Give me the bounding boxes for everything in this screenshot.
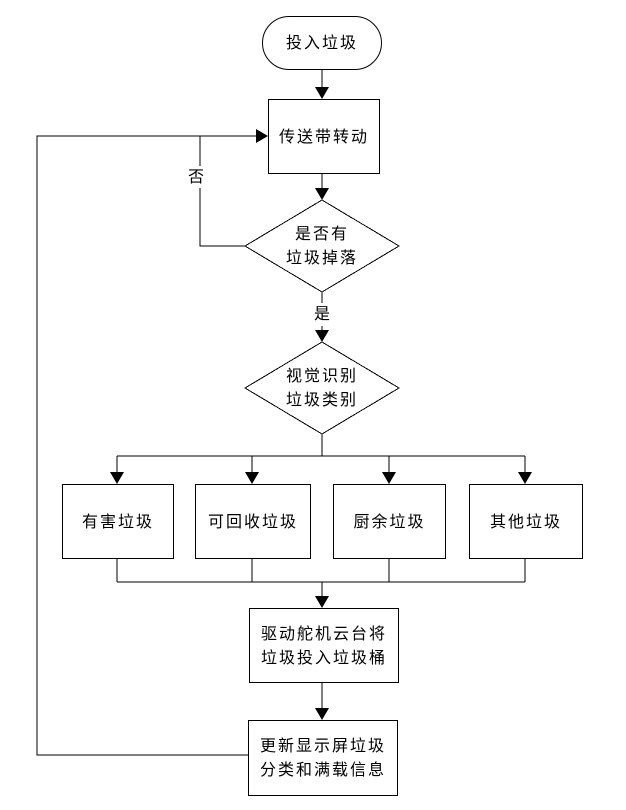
arrowhead-into-conveyor-top xyxy=(315,87,329,99)
arrowhead-into-servo xyxy=(315,596,329,608)
decision-classify-shape xyxy=(244,341,400,435)
node-conveyor: 传送带转动 xyxy=(268,99,380,174)
arrowhead-into-display xyxy=(315,708,329,720)
decision-classify-label: 视觉识别 垃圾类别 xyxy=(252,364,392,412)
arrowhead-into-other xyxy=(518,472,532,484)
node-servo-line2: 垃圾投入垃圾桶 xyxy=(260,647,387,667)
node-display-update: 更新显示屏垃圾 分类和满载信息 xyxy=(248,720,398,796)
arrowhead-into-conveyor-left xyxy=(256,129,268,143)
feedback-loop-line xyxy=(36,135,256,756)
decision-garbage-drop-label: 是否有 垃圾掉落 xyxy=(252,222,392,270)
node-display-update-line2: 分类和满载信息 xyxy=(259,760,386,779)
arrowhead-into-harmful xyxy=(110,472,124,484)
decision-classify-line2: 垃圾类别 xyxy=(285,390,358,409)
node-category-other: 其他垃圾 xyxy=(469,484,583,559)
node-category-other-label: 其他垃圾 xyxy=(489,511,562,531)
node-category-recyclable: 可回收垃圾 xyxy=(195,484,311,559)
node-category-kitchen-label: 厨余垃圾 xyxy=(353,511,426,531)
arrowhead-into-kitchen xyxy=(382,472,396,484)
decision-garbage-drop-line2: 垃圾掉落 xyxy=(285,248,358,267)
decision-garbage-drop-line1: 是否有 xyxy=(294,224,349,243)
node-display-update-line1: 更新显示屏垃圾 xyxy=(259,736,386,755)
decision-classify-line1: 视觉识别 xyxy=(285,366,358,385)
node-servo-line1: 驱动舵机云台将 xyxy=(260,623,387,643)
node-category-recyclable-label: 可回收垃圾 xyxy=(207,511,298,531)
node-category-harmful: 有害垃圾 xyxy=(62,484,174,559)
edge-label-yes: 是 xyxy=(310,303,334,326)
no-branch-line xyxy=(199,136,245,247)
node-start-label: 投入垃圾 xyxy=(285,33,358,52)
node-category-kitchen: 厨余垃圾 xyxy=(333,484,446,559)
node-servo: 驱动舵机云台将 垃圾投入垃圾桶 xyxy=(249,608,399,683)
node-category-harmful-label: 有害垃圾 xyxy=(81,511,154,531)
edge-label-no: 否 xyxy=(185,166,207,188)
node-start: 投入垃圾 xyxy=(262,16,382,70)
decision-garbage-drop-shape xyxy=(244,199,400,293)
arrowhead-into-decision-classify xyxy=(315,330,329,342)
node-conveyor-label: 传送带转动 xyxy=(278,126,369,146)
arrowhead-into-recyclable xyxy=(245,472,259,484)
arrowhead-into-decision-drop xyxy=(315,188,329,200)
